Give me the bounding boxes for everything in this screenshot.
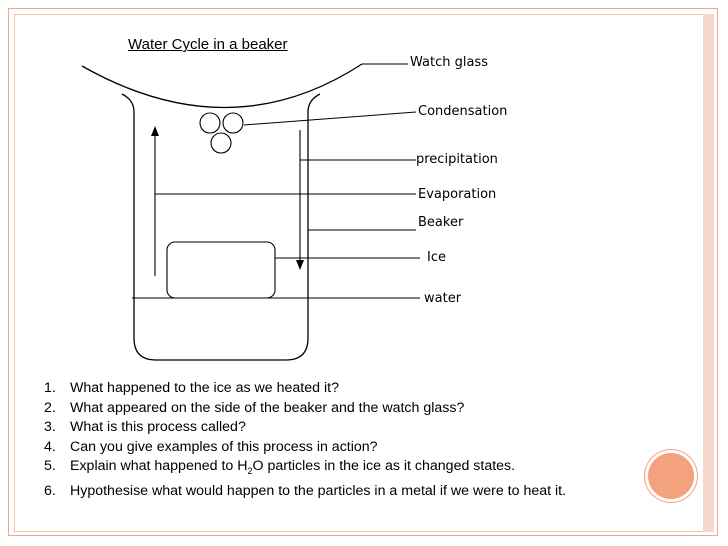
subscript-two: 2 xyxy=(247,466,253,477)
question-number: 4. xyxy=(44,438,56,455)
question-item: 2. What appeared on the side of the beak… xyxy=(44,399,566,419)
question-text: What appeared on the side of the beaker … xyxy=(70,399,465,416)
condensation-droplet-3 xyxy=(210,132,232,154)
question-number: 5. xyxy=(44,458,56,475)
watch-glass xyxy=(81,63,363,109)
question-item: 4. Can you give examples of this process… xyxy=(44,438,566,458)
question-text: Hypothesise what would happen to the par… xyxy=(70,482,567,499)
slide-outer-frame xyxy=(8,8,718,536)
condensation-droplet-2 xyxy=(222,112,244,134)
label-condensation: Condensation xyxy=(418,104,508,119)
accent-circle xyxy=(645,450,697,502)
question-text: What is this process called? xyxy=(70,419,246,436)
question-number: 6. xyxy=(44,482,56,499)
label-ice: Ice xyxy=(427,250,446,265)
question-item: 5. Explain what happened to H2O particle… xyxy=(44,457,566,481)
condensation-droplet-1 xyxy=(199,112,221,134)
question-text-part: Explain what happened to H xyxy=(70,458,248,475)
question-item: 1. What happened to the ice as we heated… xyxy=(44,379,566,399)
question-number: 2. xyxy=(44,399,56,416)
question-text: Can you give examples of this process in… xyxy=(70,438,378,455)
ice-block xyxy=(166,241,276,299)
question-number: 3. xyxy=(44,419,56,436)
question-text: Explain what happened to H2O particles i… xyxy=(70,457,515,481)
label-watch-glass: Watch glass xyxy=(410,55,488,70)
condensation-pointer xyxy=(243,111,417,126)
label-water: water xyxy=(424,291,462,306)
question-item: 6. Hypothesise what would happen to the … xyxy=(44,482,566,502)
question-list: 1. What happened to the ice as we heated… xyxy=(44,379,566,501)
label-precipitation: precipitation xyxy=(416,152,498,167)
slide-side-bar xyxy=(703,14,714,532)
label-beaker: Beaker xyxy=(418,215,464,230)
precipitation-arrowhead xyxy=(296,260,304,270)
beaker-outline xyxy=(121,93,321,361)
question-item: 3. What is this process called? xyxy=(44,418,566,438)
label-evaporation: Evaporation xyxy=(418,187,497,202)
question-text: What happened to the ice as we heated it… xyxy=(70,380,339,396)
evaporation-arrowhead xyxy=(151,126,159,136)
diagram-title: Water Cycle in a beaker xyxy=(128,36,288,53)
question-text-part: O particles in the ice as it changed sta… xyxy=(252,458,516,475)
question-number: 1. xyxy=(44,380,56,396)
